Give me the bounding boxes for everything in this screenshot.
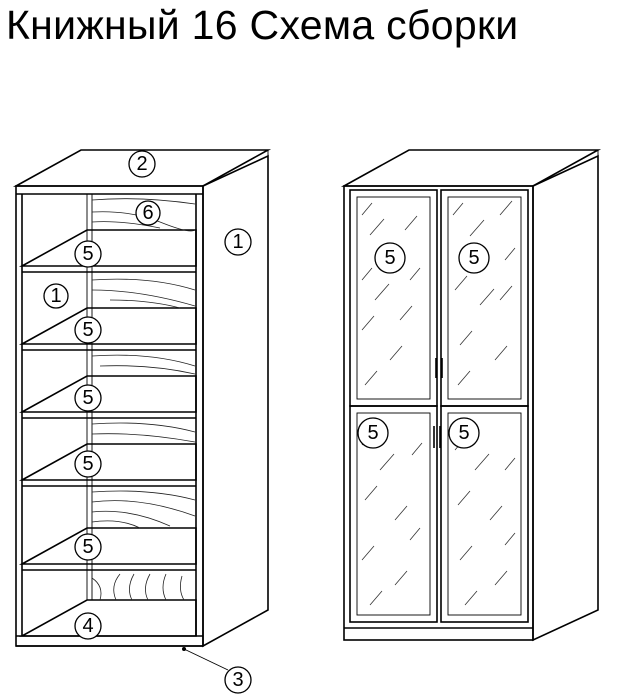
door-frames: [349, 189, 529, 623]
callout-door-bottom-right: 5: [448, 417, 480, 449]
callout-shelf-5: 5: [74, 533, 102, 561]
callout-shelf-2: 5: [74, 316, 102, 344]
wood-grain: [91, 198, 196, 601]
callout-1-outer-label: 1: [232, 231, 243, 253]
callout-shelf-4-label: 5: [82, 453, 93, 475]
callout-door-top-left: 5: [374, 242, 406, 274]
front-right: [343, 185, 534, 641]
callout-6-label: 6: [142, 202, 153, 224]
callout-shelf-5-label: 5: [82, 536, 93, 558]
callout-plinth-label: 3: [232, 669, 243, 691]
callout-shelf-3: 5: [74, 384, 102, 412]
callout-door-bottom-left-label: 5: [367, 422, 378, 444]
page-title: Книжный 16 Схема сборки: [6, 2, 519, 48]
open-bookcase: [12, 149, 272, 671]
shelves: [18, 229, 197, 637]
callout-1-outer: 1: [224, 228, 252, 256]
side-panel-right: [532, 154, 599, 642]
callout-shelf-3-label: 5: [82, 387, 93, 409]
callout-bottom-shelf-label: 4: [82, 615, 93, 637]
callout-6: 6: [135, 200, 161, 226]
callout-shelf-1-label: 5: [82, 243, 93, 265]
callout-shelf-2-label: 5: [82, 319, 93, 341]
callout-2: 2: [128, 150, 156, 178]
top-panel-right: [340, 149, 602, 187]
front-frame: [15, 185, 204, 647]
door-wardrobe: [340, 149, 602, 642]
callout-1-inner-label: 1: [50, 285, 61, 307]
callout-door-top-right: 5: [458, 242, 490, 274]
door-handles: [433, 358, 443, 448]
callout-shelf-4: 5: [74, 450, 102, 478]
callout-door-bottom-right-label: 5: [458, 422, 469, 444]
glass-hatching: [361, 200, 516, 606]
callout-bottom-shelf: 4: [74, 612, 102, 640]
callout-1-inner: 1: [43, 283, 69, 309]
callout-plinth: 3: [224, 666, 252, 694]
callout-door-top-right-label: 5: [468, 247, 479, 269]
callout-door-bottom-left: 5: [357, 417, 389, 449]
plinth-leader: [183, 648, 229, 671]
callout-door-top-left-label: 5: [384, 247, 395, 269]
callout-shelf-1: 5: [74, 240, 102, 268]
callout-2-label: 2: [136, 153, 147, 175]
